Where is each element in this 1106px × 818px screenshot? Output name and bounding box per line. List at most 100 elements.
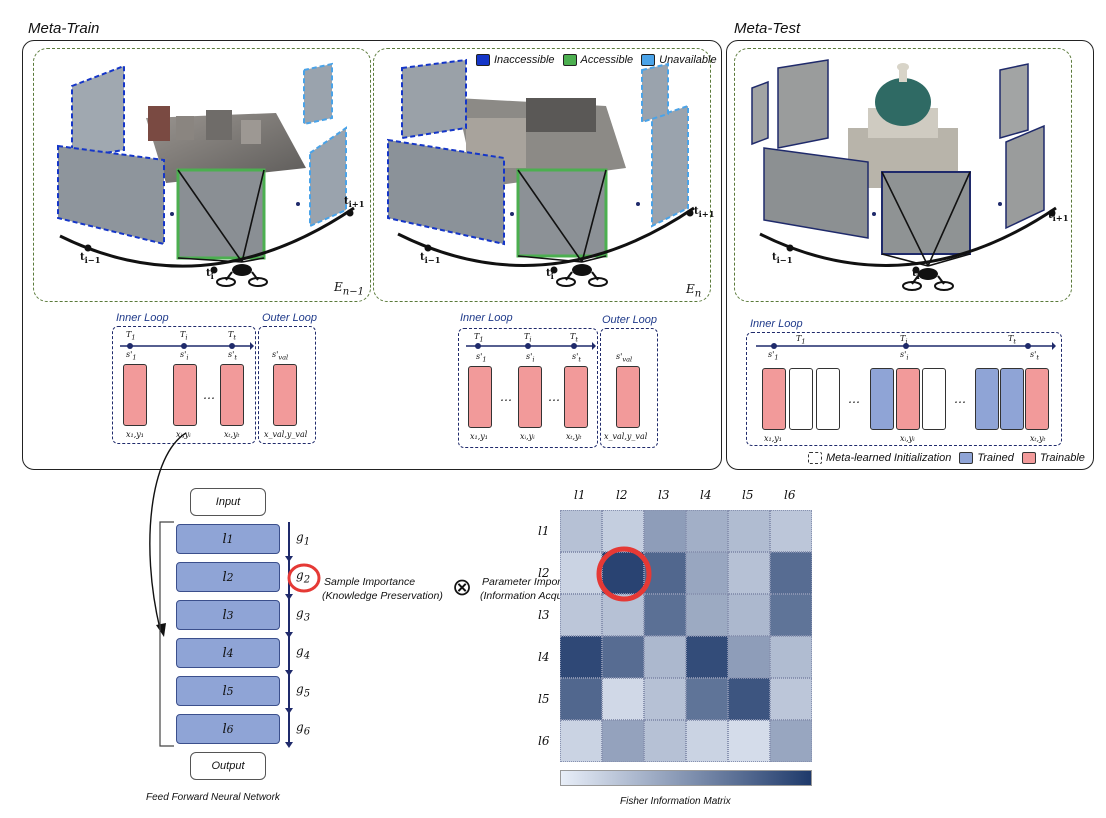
- heatmap-cell: [644, 594, 686, 636]
- gradient-label-2: g2: [296, 568, 311, 586]
- trajectory-arc: [759, 206, 1057, 267]
- task-label: Tt: [570, 332, 579, 344]
- param-block-trainable: [273, 364, 297, 426]
- data-label: xₜ,yₜ: [1030, 434, 1046, 443]
- network-caption: Feed Forward Neural Network: [146, 792, 280, 803]
- task-label: Tt: [1008, 334, 1017, 346]
- legend-label: Meta-learned Initialization: [826, 452, 952, 464]
- sample-label: s'val: [272, 350, 289, 362]
- heatmap-cell: [686, 510, 728, 552]
- legend-swatch: [808, 452, 822, 464]
- sample-label: s'val: [616, 352, 633, 364]
- dot: [998, 202, 1002, 206]
- ellipsis: …: [848, 392, 860, 406]
- param-block-trainable: [518, 366, 542, 428]
- ray: [581, 255, 607, 263]
- task-label: T1: [126, 330, 136, 342]
- gradient-label-1: g1: [296, 530, 311, 548]
- time-node: [686, 209, 694, 217]
- drone-icon: [902, 268, 954, 291]
- building: [176, 116, 194, 140]
- test-view: [777, 59, 829, 149]
- sample-label: s't: [572, 352, 581, 364]
- view-unavailable: [303, 62, 333, 126]
- env-right-illustration: [387, 58, 695, 287]
- heatmap-col-label: l6: [784, 488, 796, 502]
- trajectory-arc: [59, 206, 355, 268]
- sample-label: s't: [1030, 350, 1039, 362]
- param-block-trainable: [220, 364, 244, 426]
- param-legend: Meta-learned Initialization Trained Trai…: [800, 452, 1085, 464]
- heatmap-cell: [602, 636, 644, 678]
- legend-label: Trainable: [1039, 452, 1085, 464]
- data-label: xᵢ,yᵢ: [900, 434, 915, 443]
- heatmap-cell: [770, 594, 812, 636]
- heatmap-cell: [728, 678, 770, 720]
- heatmap-cell: [602, 720, 644, 762]
- heatmap-cell: [770, 678, 812, 720]
- heatmap-cell: [602, 552, 644, 594]
- time-label-next: ti+1: [694, 206, 715, 219]
- param-block-init: [816, 368, 840, 430]
- heatmap-row-label: l5: [538, 692, 550, 706]
- task-label: Tt: [228, 330, 237, 342]
- heatmap-row-label: l3: [538, 608, 550, 622]
- building: [526, 98, 596, 132]
- param-block-trained: [870, 368, 894, 430]
- legend-label: Trained: [977, 452, 1014, 464]
- heatmap-col-label: l4: [700, 488, 712, 502]
- gradient-label-4: g4: [296, 644, 311, 662]
- task-label: T1: [474, 332, 484, 344]
- ray: [927, 171, 971, 267]
- legend-label: Inaccessible: [494, 54, 555, 66]
- ellipsis: …: [203, 388, 215, 402]
- data-label: x_val,y_val: [604, 432, 648, 441]
- g2-highlight-circle: [287, 563, 321, 593]
- env-frame-left: [33, 48, 371, 302]
- sample-label: s'1: [476, 352, 487, 364]
- heatmap-cell: [686, 720, 728, 762]
- data-label: xₜ,yₜ: [224, 430, 240, 439]
- gradient-label-5: g5: [296, 682, 311, 700]
- legend-label: Unavailable: [659, 54, 717, 66]
- heatmap-cell: [686, 678, 728, 720]
- task-label: Ti: [900, 334, 908, 346]
- time-label-next: ti+1: [344, 196, 365, 209]
- heatmap-row-label: l2: [538, 566, 550, 580]
- view-inaccessible: [57, 144, 165, 246]
- dot: [296, 202, 300, 206]
- heatmap-row-label: l6: [538, 734, 550, 748]
- time-node: [786, 244, 794, 252]
- param-block-trainable: [468, 366, 492, 428]
- time-node: [84, 244, 92, 252]
- sample-label: s'i: [526, 352, 535, 364]
- test-view-current: [881, 171, 971, 255]
- dot: [872, 212, 876, 216]
- time-node: [210, 266, 218, 274]
- outer-loop-box: [258, 326, 316, 444]
- test-view: [763, 147, 869, 239]
- heatmap-cell: [686, 636, 728, 678]
- time-label-prev: ti−1: [420, 252, 441, 265]
- param-block-trainable: [564, 366, 588, 428]
- env-left-illustration: [57, 62, 355, 287]
- ray: [581, 169, 607, 263]
- inner-loop-box: [112, 326, 256, 444]
- inner-loop-label: Inner Loop: [116, 312, 169, 324]
- test-env-frame: [734, 48, 1072, 302]
- sample-label: s'i: [180, 350, 189, 362]
- heatmap-cell: [728, 552, 770, 594]
- test-inner-timeline: [756, 342, 1056, 350]
- task-label: Ti: [180, 330, 188, 342]
- view-unavailable: [641, 62, 669, 124]
- heatmap-col-label: l3: [658, 488, 670, 502]
- time-node: [346, 209, 354, 217]
- sample-importance-title: Sample Importance: [324, 576, 416, 588]
- heatmap-cell: [560, 594, 602, 636]
- gradient-arrows: [285, 522, 293, 748]
- inner-loop-label: Inner Loop: [750, 318, 803, 330]
- time-node: [1048, 209, 1056, 217]
